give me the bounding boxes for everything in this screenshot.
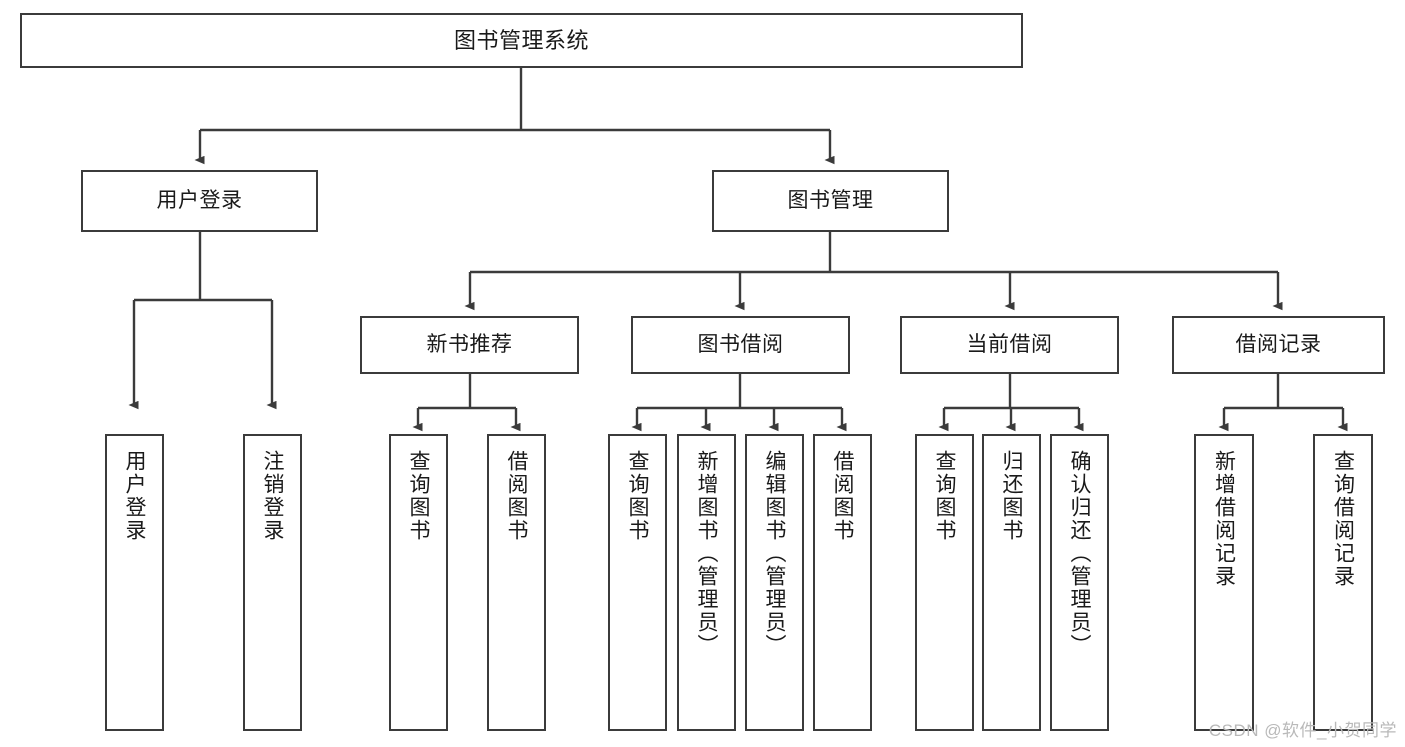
node-label: 编辑图书（管理员） — [763, 450, 786, 657]
leaf-current-borrow-confirm-return-admin[interactable]: 确认归还（管理员） — [1050, 434, 1109, 731]
node-label: 用户登录 — [123, 450, 146, 542]
leaf-user-login-logout[interactable]: 注销登录 — [243, 434, 302, 731]
node-borrow-record[interactable]: 借阅记录 — [1172, 316, 1385, 374]
node-label: 图书管理系统 — [453, 27, 589, 53]
node-new-book-recommend[interactable]: 新书推荐 — [360, 316, 579, 374]
leaf-book-borrow-edit-book-admin[interactable]: 编辑图书（管理员） — [745, 434, 804, 731]
node-book-borrow[interactable]: 图书借阅 — [631, 316, 850, 374]
node-label: 当前借阅 — [966, 332, 1053, 356]
node-label: 图书借阅 — [697, 332, 784, 356]
node-label: 新增图书（管理员） — [695, 450, 718, 657]
node-label: 新书推荐 — [426, 332, 513, 356]
leaf-book-borrow-add-book-admin[interactable]: 新增图书（管理员） — [677, 434, 736, 731]
node-label: 确认归还（管理员） — [1068, 450, 1091, 657]
node-label: 借阅图书 — [831, 450, 854, 542]
node-label: 借阅图书 — [505, 450, 528, 542]
node-label: 借阅记录 — [1235, 332, 1322, 356]
leaf-current-borrow-query-book[interactable]: 查询图书 — [915, 434, 974, 731]
leaf-new-book-query-book[interactable]: 查询图书 — [389, 434, 448, 731]
node-user-login[interactable]: 用户登录 — [81, 170, 318, 232]
node-label: 查询图书 — [407, 450, 430, 542]
node-label: 归还图书 — [1000, 450, 1023, 542]
leaf-borrow-record-add-record[interactable]: 新增借阅记录 — [1194, 434, 1254, 731]
leaf-book-borrow-borrow-book[interactable]: 借阅图书 — [813, 434, 872, 731]
leaf-user-login-login[interactable]: 用户登录 — [105, 434, 164, 731]
leaf-book-borrow-query-book[interactable]: 查询图书 — [608, 434, 667, 731]
node-label: 注销登录 — [261, 450, 284, 542]
csdn-watermark: CSDN @软件_小贺同学 — [1208, 721, 1397, 740]
node-label: 图书管理 — [787, 188, 874, 212]
node-current-borrow[interactable]: 当前借阅 — [900, 316, 1119, 374]
leaf-new-book-borrow-book[interactable]: 借阅图书 — [487, 434, 546, 731]
node-label: 查询借阅记录 — [1331, 450, 1355, 588]
node-root-book-management-system[interactable]: 图书管理系统 — [20, 13, 1023, 68]
node-book-management[interactable]: 图书管理 — [712, 170, 949, 232]
leaf-current-borrow-return-book[interactable]: 归还图书 — [982, 434, 1041, 731]
node-label: 用户登录 — [156, 188, 243, 212]
node-label: 新增借阅记录 — [1212, 450, 1236, 588]
node-label: 查询图书 — [933, 450, 956, 542]
node-label: 查询图书 — [626, 450, 649, 542]
leaf-borrow-record-query-record[interactable]: 查询借阅记录 — [1313, 434, 1373, 731]
